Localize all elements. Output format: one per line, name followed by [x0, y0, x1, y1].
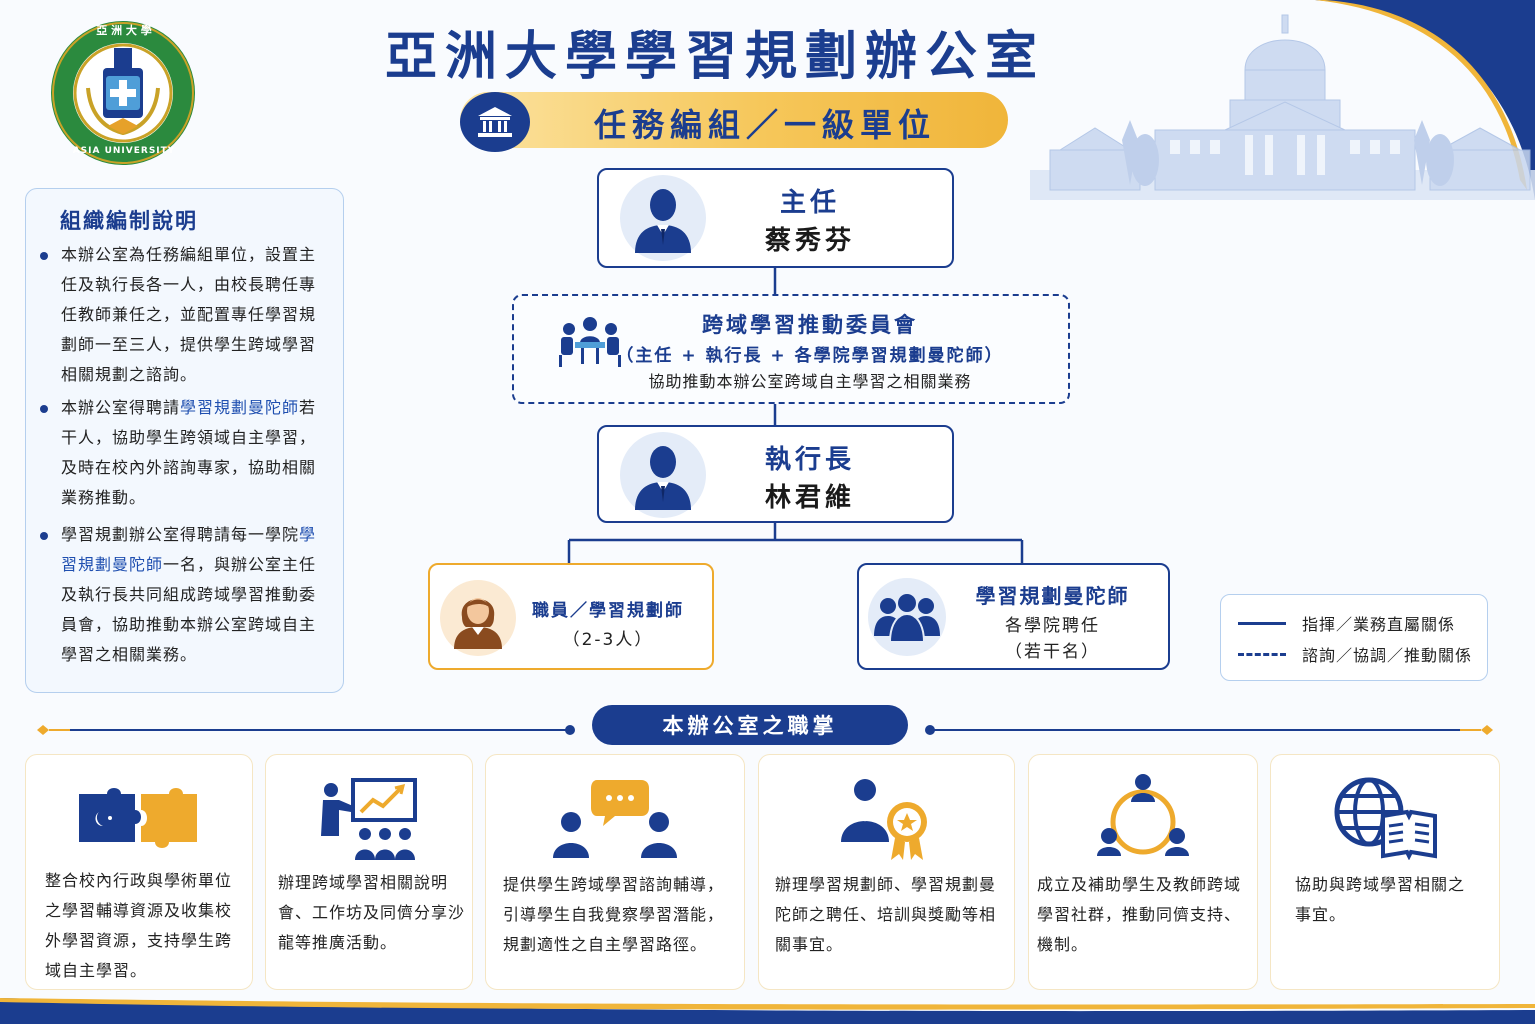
staff-count: （2-3人） [562, 630, 654, 650]
legend-dashed-row: 諮詢／協調／推動關係 [1238, 642, 1472, 666]
duty-text: 提供學生跨域學習諮詢輔導，引導學生自我覺察學習潛能，規劃適性之自主學習路徑。 [503, 875, 725, 954]
note-highlight: 學習規劃曼陀師 [180, 398, 300, 417]
executive-name: 林君維 [764, 483, 855, 513]
globe-book-icon [1270, 770, 1500, 865]
ornament-right-icon [1460, 725, 1493, 735]
organization-notes-title: 組織編制說明 [60, 209, 198, 233]
divider-dot-left [565, 725, 575, 735]
committee-title: 跨域學習推動委員會 [702, 313, 918, 337]
logo-ring-text-bottom: ASIA UNIVERSITY [72, 146, 176, 156]
solid-line-icon [1238, 621, 1286, 625]
executive-role: 執行長 [764, 445, 855, 475]
consultation-icon [485, 770, 745, 865]
woman-avatar-icon [440, 580, 516, 656]
legend-dashed-label: 諮詢／協調／推動關係 [1302, 646, 1473, 665]
corner-swoosh-decoration [1315, 0, 1535, 200]
director-name: 蔡秀芬 [764, 226, 855, 256]
note-text: 一名，與辦公室主任及執行長共同組成跨域學習推動委員會，協助推動本辦公室跨域自主學… [61, 555, 317, 664]
duty-text: 成立及補助學生及教師跨域學習社群，推動同儕支持、機制。 [1037, 875, 1242, 954]
mandala-title: 學習規劃曼陀師 [975, 584, 1130, 608]
note-text: 若干人，協助學生跨領域自主學習，及時在校內外諮詢專家，協助相關業務推動。 [61, 398, 317, 507]
note-item: 學習規劃辦公室得聘請每一學院學習規劃曼陀師一名，與辦公室主任及執行長共同組成跨域… [40, 520, 330, 670]
mandala-appointment: 各學院聘任 [1005, 616, 1100, 636]
note-item: 本辦公室得聘請學習規劃曼陀師若干人，協助學生跨領域自主學習，及時在校內外諮詢專家… [40, 393, 330, 513]
staff-title: 職員／學習規劃師 [532, 601, 684, 621]
note-highlight: 學習規劃曼陀師 [61, 525, 317, 574]
businessman-avatar-icon [620, 175, 706, 261]
mandala-count: （若干名） [1005, 642, 1100, 662]
director-role: 主任 [779, 188, 840, 218]
duty-card [1028, 754, 1258, 990]
puzzle-icon [25, 770, 253, 865]
businessman-avatar-icon [620, 432, 706, 518]
meeting-table-icon [555, 315, 625, 371]
page-subtitle: 任務編組／一級單位 [593, 106, 936, 144]
committee-members: （主任 + 執行長 + 各學院學習規劃曼陀師） [616, 346, 1004, 366]
legend-box [1220, 594, 1488, 681]
duties-header: 本辦公室之職掌 [592, 705, 908, 745]
award-person-icon [758, 770, 1015, 865]
organization-notes-panel [25, 188, 344, 693]
committee-description: 協助推動本辦公室跨域自主學習之相關業務 [648, 372, 972, 391]
page-title: 亞洲大學學習規劃辦公室 [384, 27, 1045, 87]
duty-text: 協助與跨域學習相關之事宜。 [1295, 875, 1466, 924]
bullet-icon [40, 405, 48, 413]
logo-ring-text-top: 亞 洲 大 學 [96, 24, 152, 37]
duty-card [25, 754, 253, 990]
duty-card [758, 754, 1015, 990]
presentation-icon [265, 770, 473, 865]
institution-icon [460, 92, 530, 152]
duty-text: 辦理學習規劃師、學習規劃曼陀師之聘任、培訓與獎勵等相關事宜。 [775, 875, 997, 954]
committee-box [512, 294, 1070, 404]
dashed-line-icon [1238, 652, 1286, 656]
divider-line-right [930, 729, 1460, 731]
community-cycle-icon [1028, 770, 1258, 865]
note-item: 本辦公室為任務編組單位，設置主任及執行長各一人，由校長聘任專任教師兼任之，並配置… [40, 240, 330, 390]
note-text: 本辦公室得聘請 [61, 398, 181, 417]
divider-line-left [70, 729, 570, 731]
legend-solid-row: 指揮／業務直屬關係 [1238, 611, 1455, 635]
duty-card [1270, 754, 1500, 990]
ornament-left-icon [37, 725, 70, 735]
note-text: 本辦公室為任務編組單位，設置主任及執行長各一人，由校長聘任專任教師兼任之，並配置… [61, 245, 317, 384]
group-icon [868, 578, 946, 656]
note-text: 學習規劃辦公室得聘請每一學院 [61, 525, 300, 544]
legend-solid-label: 指揮／業務直屬關係 [1302, 615, 1456, 634]
bullet-icon [40, 252, 48, 260]
university-logo [51, 21, 195, 165]
bullet-icon [40, 532, 48, 540]
subtitle-banner [460, 92, 1008, 148]
campus-building-illustration [1030, 14, 1535, 200]
duty-text: 辦理跨域學習相關說明會、工作坊及同儕分享沙龍等推廣活動。 [278, 873, 466, 952]
duty-text: 整合校內行政與學術單位之學習輔導資源及收集校外學習資源，支持學生跨域自主學習。 [45, 871, 233, 980]
bottom-band-decoration [0, 998, 1535, 1024]
duty-card [265, 754, 473, 990]
